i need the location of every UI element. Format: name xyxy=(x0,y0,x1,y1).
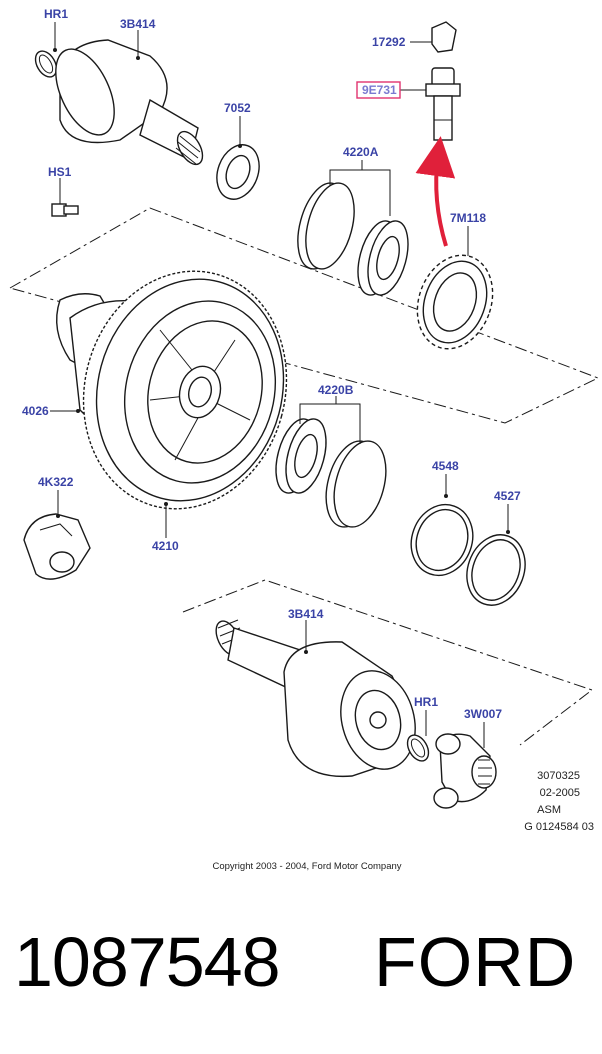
tone-ring-7m118 xyxy=(416,226,494,350)
snap-ring-hr1-top xyxy=(34,22,58,78)
label-9e731: 9E731 xyxy=(362,83,397,97)
direction-arrow xyxy=(415,136,456,247)
label-7052: 7052 xyxy=(224,101,251,115)
label-4220b: 4220B xyxy=(318,383,354,397)
bushing-4k322 xyxy=(23,490,91,580)
bolt-hs1 xyxy=(51,178,79,217)
highlight-box-9e731 xyxy=(356,81,401,99)
info-type: ASM xyxy=(537,804,561,816)
label-7m118: 7M118 xyxy=(450,211,486,225)
label-3w007: 3W007 xyxy=(464,707,502,721)
label-hs1: HS1 xyxy=(48,165,72,179)
assembly-outline-upper xyxy=(8,207,600,424)
bearing-4220a xyxy=(297,160,409,296)
info-ref: G 0124584 03 xyxy=(524,821,594,833)
brand-name: FORD xyxy=(374,923,577,1001)
label-4220a: 4220A xyxy=(343,145,379,159)
info-code: 3070325 xyxy=(537,770,580,782)
clip-17292 xyxy=(410,21,457,53)
label-hr1-top: HR1 xyxy=(44,7,68,21)
label-17292: 17292 xyxy=(372,35,406,49)
copyright-text: Copyright 2003 - 2004, Ford Motor Compan… xyxy=(212,861,401,872)
part-number: 1087548 xyxy=(14,923,281,1001)
label-hr1-bottom: HR1 xyxy=(414,695,438,709)
shim-4548 xyxy=(410,474,474,577)
assembly-outline-lower xyxy=(182,579,594,746)
label-3b414-top: 3B414 xyxy=(120,17,156,31)
differential-assembly xyxy=(50,270,288,538)
snap-ring-4527 xyxy=(466,504,526,606)
tripod-3w007 xyxy=(433,722,497,809)
label-4026: 4026 xyxy=(22,404,49,418)
label-4k322: 4K322 xyxy=(38,475,74,489)
label-4548: 4548 xyxy=(432,459,459,473)
cv-joint-upper xyxy=(55,30,204,166)
label-3b414-bottom: 3B414 xyxy=(288,607,324,621)
snap-ring-hr1-bottom xyxy=(406,710,430,762)
label-4210: 4210 xyxy=(152,539,179,553)
info-date: 02-2005 xyxy=(540,787,580,799)
speed-sensor-9e731 xyxy=(400,67,461,141)
label-4527: 4527 xyxy=(494,489,521,503)
cv-joint-lower xyxy=(215,619,416,778)
oil-seal-7052 xyxy=(216,116,260,200)
bearing-4220b xyxy=(275,396,387,528)
